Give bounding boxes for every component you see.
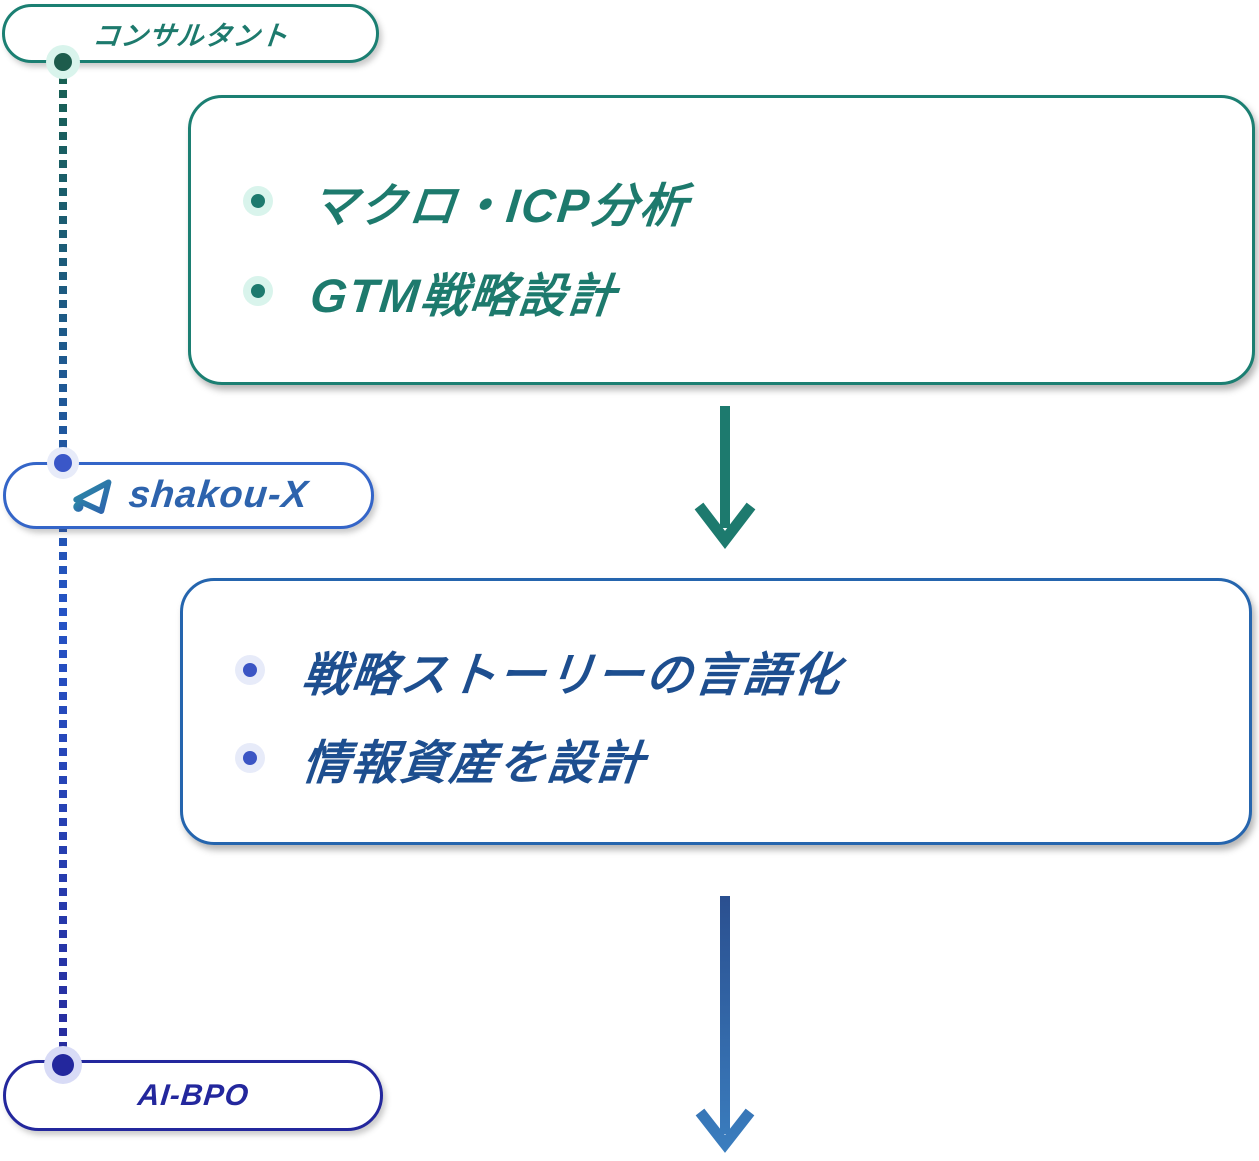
list-item: GTM戦略設計 bbox=[243, 246, 1252, 336]
bullet-icon bbox=[243, 276, 273, 306]
list-item: マクロ・ICP分析 bbox=[243, 156, 1252, 246]
timeline-connector-line bbox=[59, 62, 67, 1065]
timeline-node-dot bbox=[52, 1054, 74, 1076]
bullet-icon bbox=[243, 186, 273, 216]
task-label: GTM戦略設計 bbox=[307, 268, 620, 322]
bullet-icon bbox=[235, 743, 265, 773]
timeline-node-consultant bbox=[46, 45, 80, 79]
pill-ai-bpo-label: AI-BPO bbox=[135, 1078, 251, 1112]
arrow-down-icon bbox=[694, 406, 756, 550]
consultant-tasks-box: マクロ・ICP分析 GTM戦略設計 bbox=[188, 95, 1255, 385]
pill-consultant-label: コンサルタント bbox=[90, 21, 290, 51]
timeline-node-dot bbox=[54, 53, 72, 71]
timeline-node-shakou-x bbox=[47, 447, 79, 479]
list-item: 情報資産を設計 bbox=[235, 714, 1249, 802]
arrow-down-icon bbox=[695, 896, 755, 1153]
task-label: 戦略ストーリーの言語化 bbox=[299, 647, 845, 701]
task-label: マクロ・ICP分析 bbox=[307, 178, 692, 232]
pill-shakou-x-label: shakou-X bbox=[126, 474, 311, 516]
list-item: 戦略ストーリーの言語化 bbox=[235, 626, 1249, 714]
shakou-tasks-box: 戦略ストーリーの言語化 情報資産を設計 bbox=[180, 578, 1252, 845]
timeline-node-ai-bpo bbox=[44, 1046, 82, 1084]
task-label: 情報資産を設計 bbox=[299, 735, 649, 789]
bullet-icon bbox=[235, 655, 265, 685]
paper-plane-icon bbox=[73, 478, 112, 514]
timeline-node-dot bbox=[54, 454, 72, 472]
